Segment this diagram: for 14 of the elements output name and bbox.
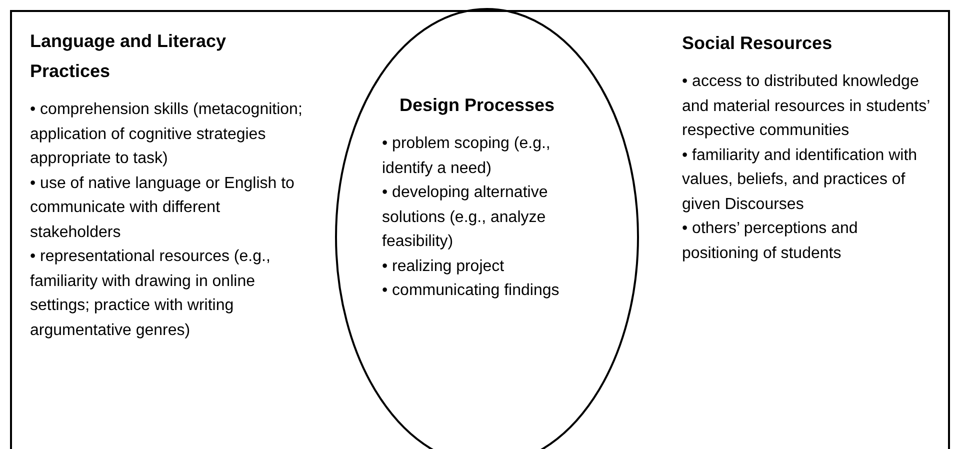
bullet-item: • developing alternative solutions (e.g., analyze feasibility) xyxy=(382,183,549,252)
section-heading: Design Processes xyxy=(398,94,556,117)
bullet-item: • communicating findings xyxy=(382,281,560,301)
bullet-item: • use of native language or English to communicate with different stakeholders xyxy=(30,174,296,242)
bullet-item: • access to distributed knowledge and material resources in students’ respective communities xyxy=(682,72,931,141)
bullet-item: • familiarity and identification with values, beliefs, and practices of given Discourses xyxy=(682,146,918,214)
bullet-item: • comprehension skills (metacognition; application of cognitive strategies appropriate to task) xyxy=(30,100,304,169)
section-heading: Social Resources xyxy=(682,32,834,55)
bullet-item: • representational resources (e.g., familiarity with drawing in online settings; practice with writing argumentative genres) xyxy=(30,247,272,340)
bullet-item: • others’ perceptions and positioning of students xyxy=(682,219,859,264)
bullet-item: • realizing project xyxy=(382,256,506,276)
bullet-item: • problem scoping (e.g., identify a need) xyxy=(382,134,552,178)
section-heading: Language and Literacy Practices xyxy=(30,30,228,83)
frame-box xyxy=(10,10,950,449)
